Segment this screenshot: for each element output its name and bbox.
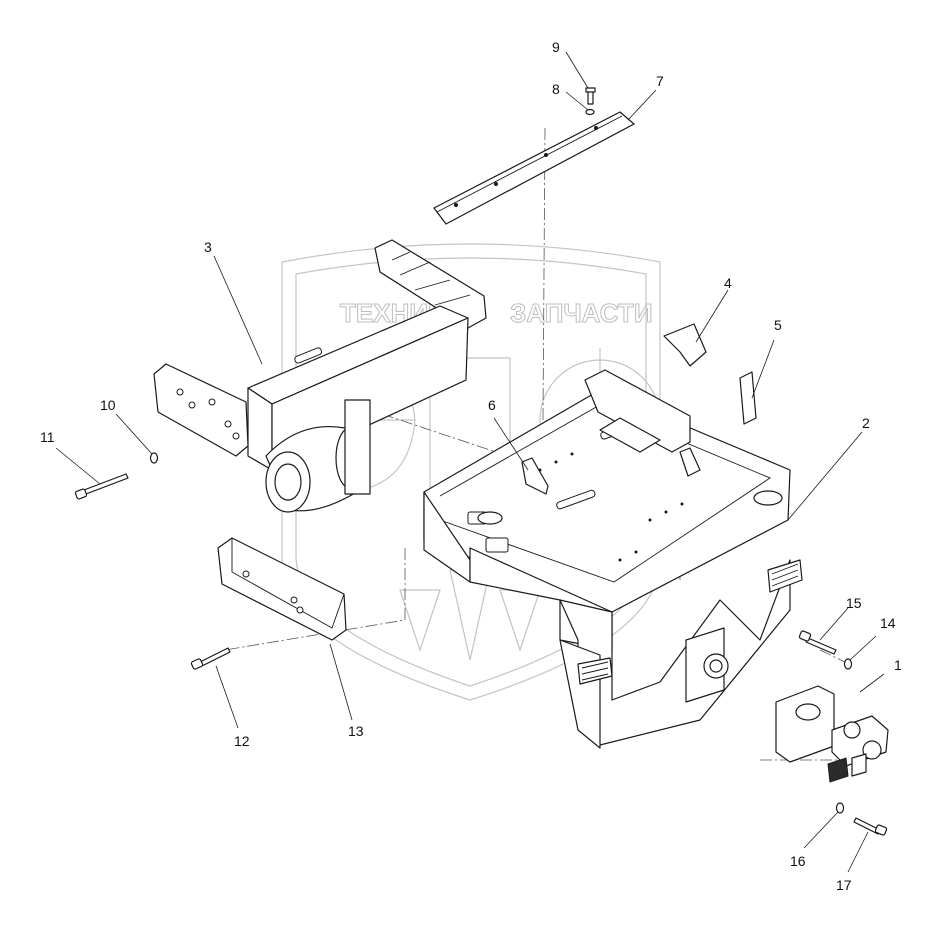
callout-10: 10 <box>100 397 116 413</box>
callout-4: 4 <box>724 275 732 291</box>
part-5-label-plate <box>739 371 757 425</box>
callout-5: 5 <box>774 317 782 333</box>
watermark-text-right: ЗАПЧАСТИ <box>510 298 653 328</box>
callout-9: 9 <box>552 39 560 55</box>
part-2-main-frame <box>423 369 803 749</box>
watermark-letter-p <box>429 357 511 492</box>
callout-labels: 1 2 3 4 5 6 7 8 9 10 11 12 13 14 15 16 1… <box>40 39 902 893</box>
part-10-washer <box>149 452 159 464</box>
part-8-washer <box>585 108 595 116</box>
part-11-bolt <box>74 473 129 500</box>
callout-17: 17 <box>836 877 852 893</box>
callout-14: 14 <box>880 615 896 631</box>
callout-8: 8 <box>552 81 560 97</box>
callout-15: 15 <box>846 595 862 611</box>
part-4-decal <box>663 323 707 367</box>
part-13-front-plate <box>217 537 347 641</box>
leader-lines <box>55 51 885 873</box>
part-12-bolt <box>190 647 231 670</box>
callout-12: 12 <box>234 733 250 749</box>
callout-2: 2 <box>862 415 870 431</box>
callout-7: 7 <box>656 73 664 89</box>
callout-6: 6 <box>488 397 496 413</box>
callout-3: 3 <box>204 239 212 255</box>
callout-13: 13 <box>348 723 364 739</box>
callout-1: 1 <box>894 657 902 673</box>
part-14-washer <box>843 658 853 670</box>
part-6-bracket <box>521 447 701 495</box>
callout-11: 11 <box>40 429 55 445</box>
part-7-cover-plate <box>433 111 635 225</box>
part-1-tow-hitch <box>775 685 889 783</box>
part-9-bolt <box>585 87 596 105</box>
part-3-beam-assembly <box>153 239 487 513</box>
part-16-washer <box>835 802 845 814</box>
part-15-bolt <box>798 630 837 655</box>
part-17-bolt <box>853 817 888 836</box>
callout-16: 16 <box>790 853 806 869</box>
